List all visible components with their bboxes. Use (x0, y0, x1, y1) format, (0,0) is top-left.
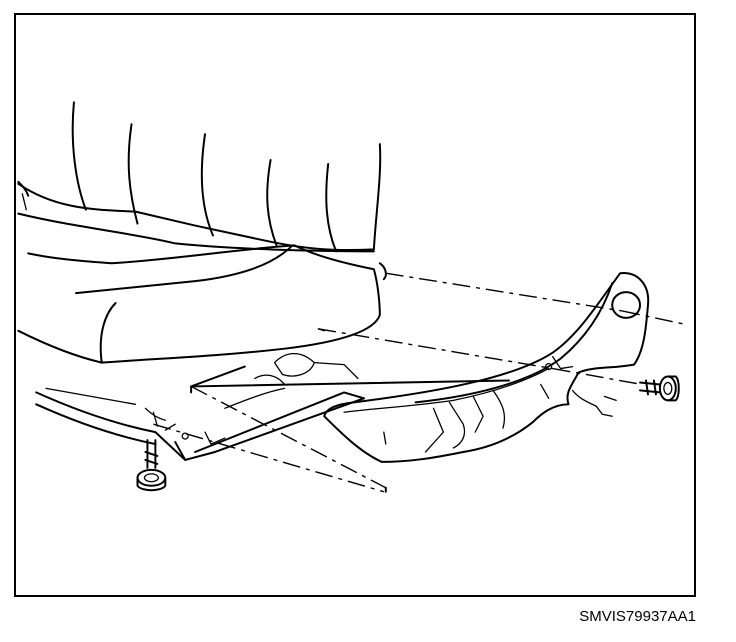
seat-track-icon (35, 353, 365, 461)
seat-trim-illustration-icon (17, 101, 688, 493)
seat-cushion-icon (17, 212, 387, 364)
figure-caption: SMVIS79937AA1 (579, 608, 696, 625)
bolt-right-icon (639, 375, 680, 402)
side-trim-panel-icon (323, 272, 650, 463)
seat-back-icon (17, 101, 382, 253)
detail-marks-icon (540, 383, 617, 417)
bolt-lower-icon (136, 439, 167, 492)
alignment-lines-icon (153, 272, 688, 493)
illustration-frame (14, 13, 696, 597)
